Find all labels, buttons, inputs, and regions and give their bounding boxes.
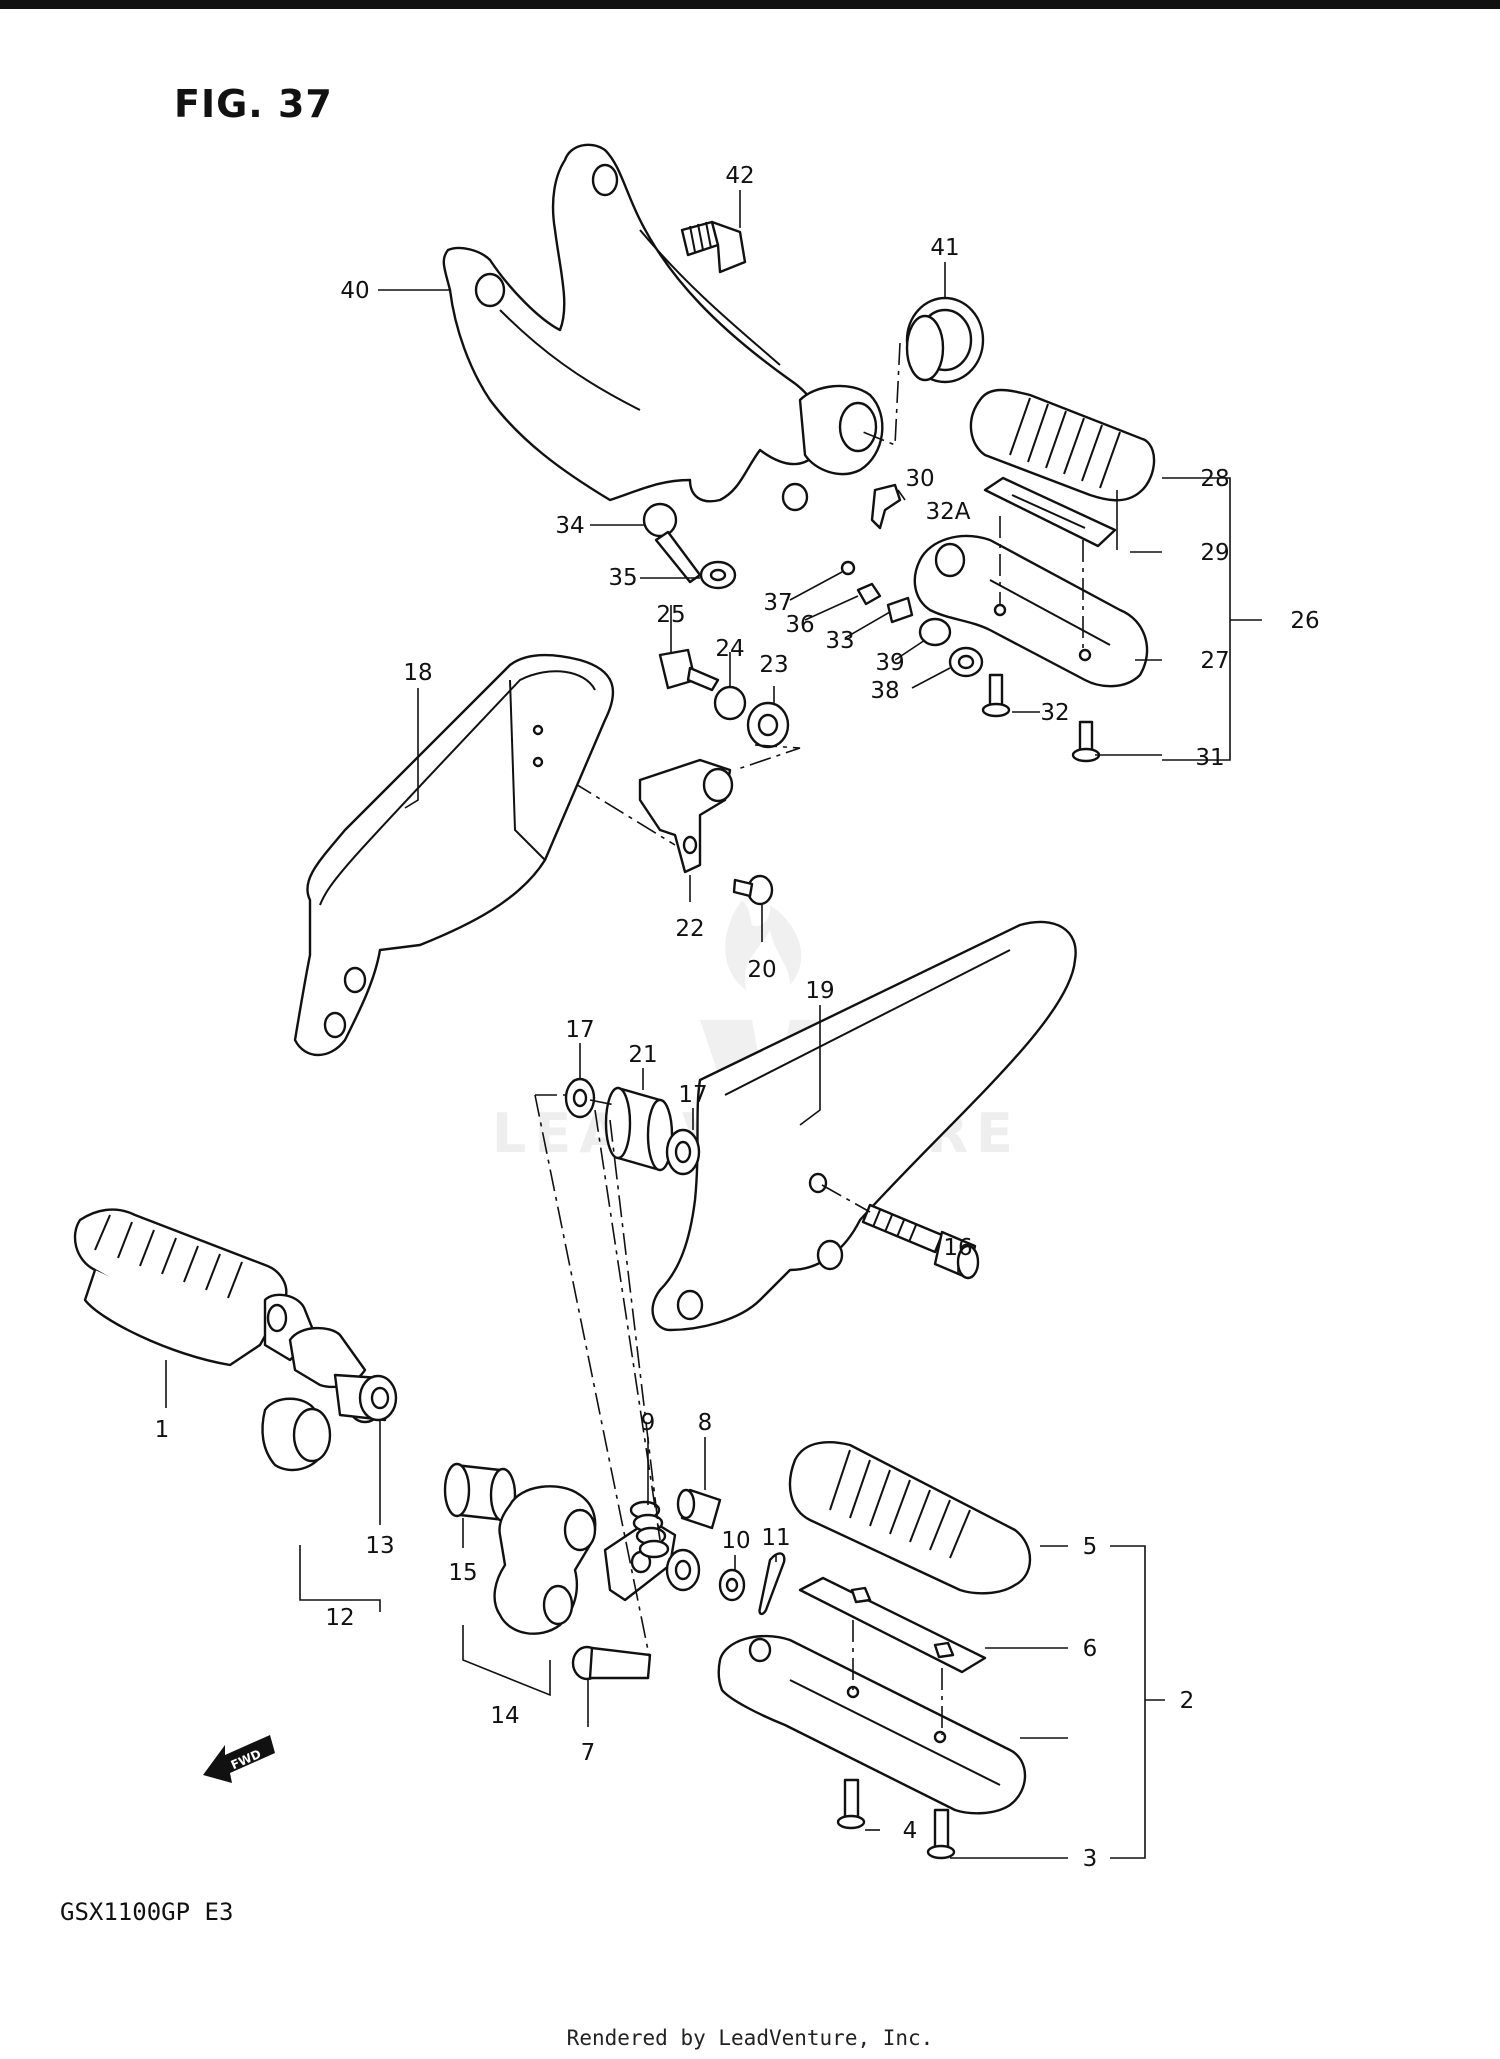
callout-31: 31 bbox=[1195, 745, 1224, 771]
callout-8: 8 bbox=[698, 1410, 713, 1436]
callout-24: 24 bbox=[715, 636, 744, 662]
part-33 bbox=[886, 596, 914, 624]
guide-line-17 bbox=[535, 1094, 616, 1106]
bolt-42 bbox=[680, 220, 747, 274]
callout-39: 39 bbox=[875, 650, 904, 676]
bracket-22 bbox=[638, 758, 734, 874]
callout-41: 41 bbox=[930, 235, 959, 261]
callout-12: 12 bbox=[325, 1605, 354, 1631]
heel-guard-18 bbox=[293, 653, 615, 1057]
callout-6: 6 bbox=[1083, 1636, 1098, 1662]
callout-1: 1 bbox=[155, 1417, 170, 1443]
figure-title: FIG. 37 bbox=[174, 82, 333, 126]
screw-20 bbox=[732, 874, 774, 906]
callout-9: 9 bbox=[641, 1410, 656, 1436]
callout-3: 3 bbox=[1083, 1846, 1098, 1872]
callout-30: 30 bbox=[905, 466, 934, 492]
top-border bbox=[0, 0, 1500, 9]
callout-36: 36 bbox=[785, 612, 814, 638]
rear-footrest-plate bbox=[983, 476, 1117, 548]
collar-24 bbox=[713, 685, 747, 721]
callout-7: 7 bbox=[581, 1740, 596, 1766]
bolt-16 bbox=[861, 1203, 980, 1280]
part-37 bbox=[840, 560, 856, 576]
callout-34: 34 bbox=[555, 513, 584, 539]
model-code: GSX1100GP E3 bbox=[60, 1898, 234, 1926]
screw-3 bbox=[926, 1808, 956, 1860]
guide-line-23 bbox=[734, 744, 801, 771]
callout-19: 19 bbox=[805, 978, 834, 1004]
callout-14: 14 bbox=[490, 1703, 519, 1729]
collar-21 bbox=[604, 1086, 674, 1172]
callout-10: 10 bbox=[721, 1528, 750, 1554]
callout-16: 16 bbox=[943, 1235, 972, 1261]
credit-line: Rendered by LeadVenture, Inc. bbox=[566, 2026, 934, 2050]
leader-lines bbox=[165, 190, 1262, 1859]
guide-line-41 bbox=[857, 342, 901, 447]
front-footrest-1 bbox=[73, 1208, 398, 1472]
guide-lines-29 bbox=[999, 516, 1084, 650]
part-39 bbox=[918, 617, 952, 647]
callout-25: 25 bbox=[656, 602, 685, 628]
collar-41 bbox=[905, 296, 985, 384]
callout-37: 37 bbox=[763, 590, 792, 616]
rear-footrest bbox=[913, 534, 1149, 688]
front-right-footrest-plate bbox=[798, 1576, 987, 1674]
part-30 bbox=[870, 483, 902, 530]
callout-11: 11 bbox=[761, 1525, 790, 1551]
bracket-14 bbox=[493, 1485, 677, 1635]
callout-32a: 32A bbox=[925, 499, 970, 525]
callout-40: 40 bbox=[340, 278, 369, 304]
callout-33: 33 bbox=[825, 628, 854, 654]
callout-38: 38 bbox=[870, 678, 899, 704]
callout-29: 29 bbox=[1200, 540, 1229, 566]
callout-5: 5 bbox=[1083, 1534, 1098, 1560]
part-36 bbox=[856, 582, 882, 606]
callout-26: 26 bbox=[1290, 608, 1319, 634]
callout-35: 35 bbox=[608, 565, 637, 591]
guide-line-14 bbox=[534, 1094, 661, 1661]
rear-footrest-rubber bbox=[969, 388, 1156, 502]
pin-8 bbox=[676, 1488, 722, 1530]
callout-21: 21 bbox=[628, 1042, 657, 1068]
callout-18: 18 bbox=[403, 660, 432, 686]
screw-4 bbox=[836, 1778, 866, 1830]
guide-lines-6 bbox=[852, 1620, 943, 1735]
callout-32: 32 bbox=[1040, 700, 1069, 726]
callout-20: 20 bbox=[747, 957, 776, 983]
bolt-34 bbox=[642, 502, 702, 584]
callout-28: 28 bbox=[1200, 466, 1229, 492]
cotter-pin-11 bbox=[758, 1552, 786, 1616]
callout-23: 23 bbox=[759, 652, 788, 678]
callout-27: 27 bbox=[1200, 648, 1229, 674]
callout-2: 2 bbox=[1180, 1688, 1195, 1714]
guide-line-16 bbox=[821, 1184, 871, 1213]
heel-guard-19 bbox=[651, 920, 1077, 1332]
callout-22: 22 bbox=[675, 916, 704, 942]
pin-7 bbox=[571, 1645, 652, 1681]
screw-32 bbox=[981, 673, 1011, 718]
callout-13: 13 bbox=[365, 1533, 394, 1559]
callout-42: 42 bbox=[725, 163, 754, 189]
callout-17-right: 17 bbox=[678, 1082, 707, 1108]
front-right-footrest bbox=[717, 1634, 1027, 1815]
callout-numbers: 42 40 41 28 30 32A 29 26 27 32 31 34 35 … bbox=[155, 163, 1320, 1872]
callout-17-left: 17 bbox=[565, 1017, 594, 1043]
screw-31 bbox=[1071, 720, 1101, 763]
callout-4: 4 bbox=[903, 1818, 918, 1844]
front-right-footrest-rubber bbox=[788, 1441, 1032, 1595]
callout-15: 15 bbox=[448, 1560, 477, 1586]
guide-line-22 bbox=[539, 761, 676, 846]
bolt-25 bbox=[658, 648, 720, 692]
upper-footrest-bracket bbox=[442, 143, 884, 512]
forward-arrow-icon: FWD bbox=[203, 1735, 275, 1783]
